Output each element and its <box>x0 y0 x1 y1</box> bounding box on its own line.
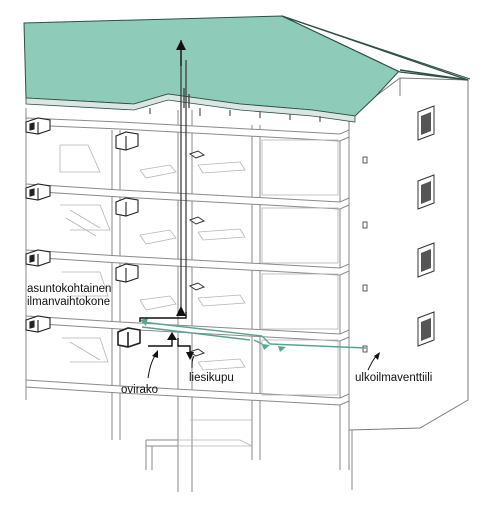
ventilation-unit-icon <box>115 263 139 283</box>
airflow-arrow-icon <box>176 40 186 66</box>
room-outlines <box>59 139 339 447</box>
ventilation-unit-icon <box>117 327 141 348</box>
label-ventilation-unit-line1: asuntokohtainen <box>27 283 112 295</box>
ventilation-unit-icon <box>25 249 51 267</box>
basement-duct <box>145 439 178 470</box>
window-icon <box>417 174 435 210</box>
ventilation-unit-icon <box>115 131 139 151</box>
supply-air-path <box>141 321 367 349</box>
ventilation-unit-icon <box>25 117 51 135</box>
floor-slabs <box>25 117 350 406</box>
leader-lines <box>147 353 379 379</box>
label-door-gap: ovirako <box>121 384 159 396</box>
facade-vents <box>362 156 368 353</box>
attic-trusses <box>149 108 321 122</box>
label-ventilation-unit: asuntokohtainen ilmanvaihtokone <box>27 283 111 309</box>
roof <box>23 15 471 123</box>
label-outdoor-air-vent: ulkoilmaventtiili <box>355 372 433 384</box>
airflow-arrow-icon <box>176 306 186 316</box>
window-icon <box>417 242 435 278</box>
airflow-arrow-icon <box>140 318 286 352</box>
ventilation-unit-icon <box>25 183 51 201</box>
airflow-arrow-icon <box>152 350 380 360</box>
ventilation-unit-icon <box>115 197 139 217</box>
airflow-arrow-icon <box>167 332 194 360</box>
side-windows <box>417 105 435 347</box>
ventilation-unit-icon <box>25 315 51 333</box>
window-icon <box>417 105 435 141</box>
cooker-hood-icon <box>188 150 206 357</box>
exhaust-duct <box>180 50 190 312</box>
label-ventilation-unit-line2: ilmanvaihtokone <box>27 296 111 308</box>
window-icon <box>417 311 435 347</box>
label-cooker-hood: liesikupu <box>189 372 234 384</box>
